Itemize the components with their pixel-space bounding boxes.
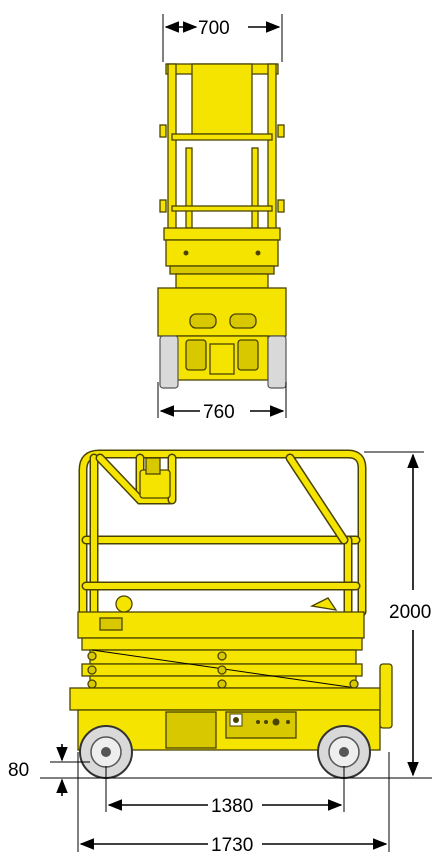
dimension-side-height: 2000 <box>364 451 431 779</box>
side-chassis <box>69 663 393 751</box>
dimension-overall-length: 1730 <box>77 752 390 854</box>
scissor-stack <box>81 637 363 689</box>
front-top-width-label: 700 <box>198 18 230 39</box>
front-wheel <box>317 725 371 779</box>
front-guardrail <box>159 63 285 235</box>
ground-clearance-label: 80 <box>8 760 29 781</box>
dimension-front-top-width: 700 <box>162 14 283 62</box>
dimension-front-bottom-width: 760 <box>157 382 287 423</box>
front-platform <box>163 227 281 289</box>
side-guardrail <box>78 449 367 617</box>
rear-wheel <box>79 725 133 779</box>
control-box <box>139 457 171 499</box>
dimension-wheelbase: 1380 <box>105 766 345 817</box>
side-height-label: 2000 <box>389 602 431 623</box>
wheelbase-label: 1380 <box>211 796 253 817</box>
overall-length-label: 1730 <box>211 835 253 854</box>
front-right-tire <box>267 335 287 389</box>
front-left-tire <box>159 335 179 389</box>
side-platform <box>77 595 365 639</box>
side-view: 2000 80 1380 1730 <box>8 449 432 854</box>
front-view: 700 <box>157 14 287 423</box>
front-bottom-width-label: 760 <box>203 402 235 423</box>
